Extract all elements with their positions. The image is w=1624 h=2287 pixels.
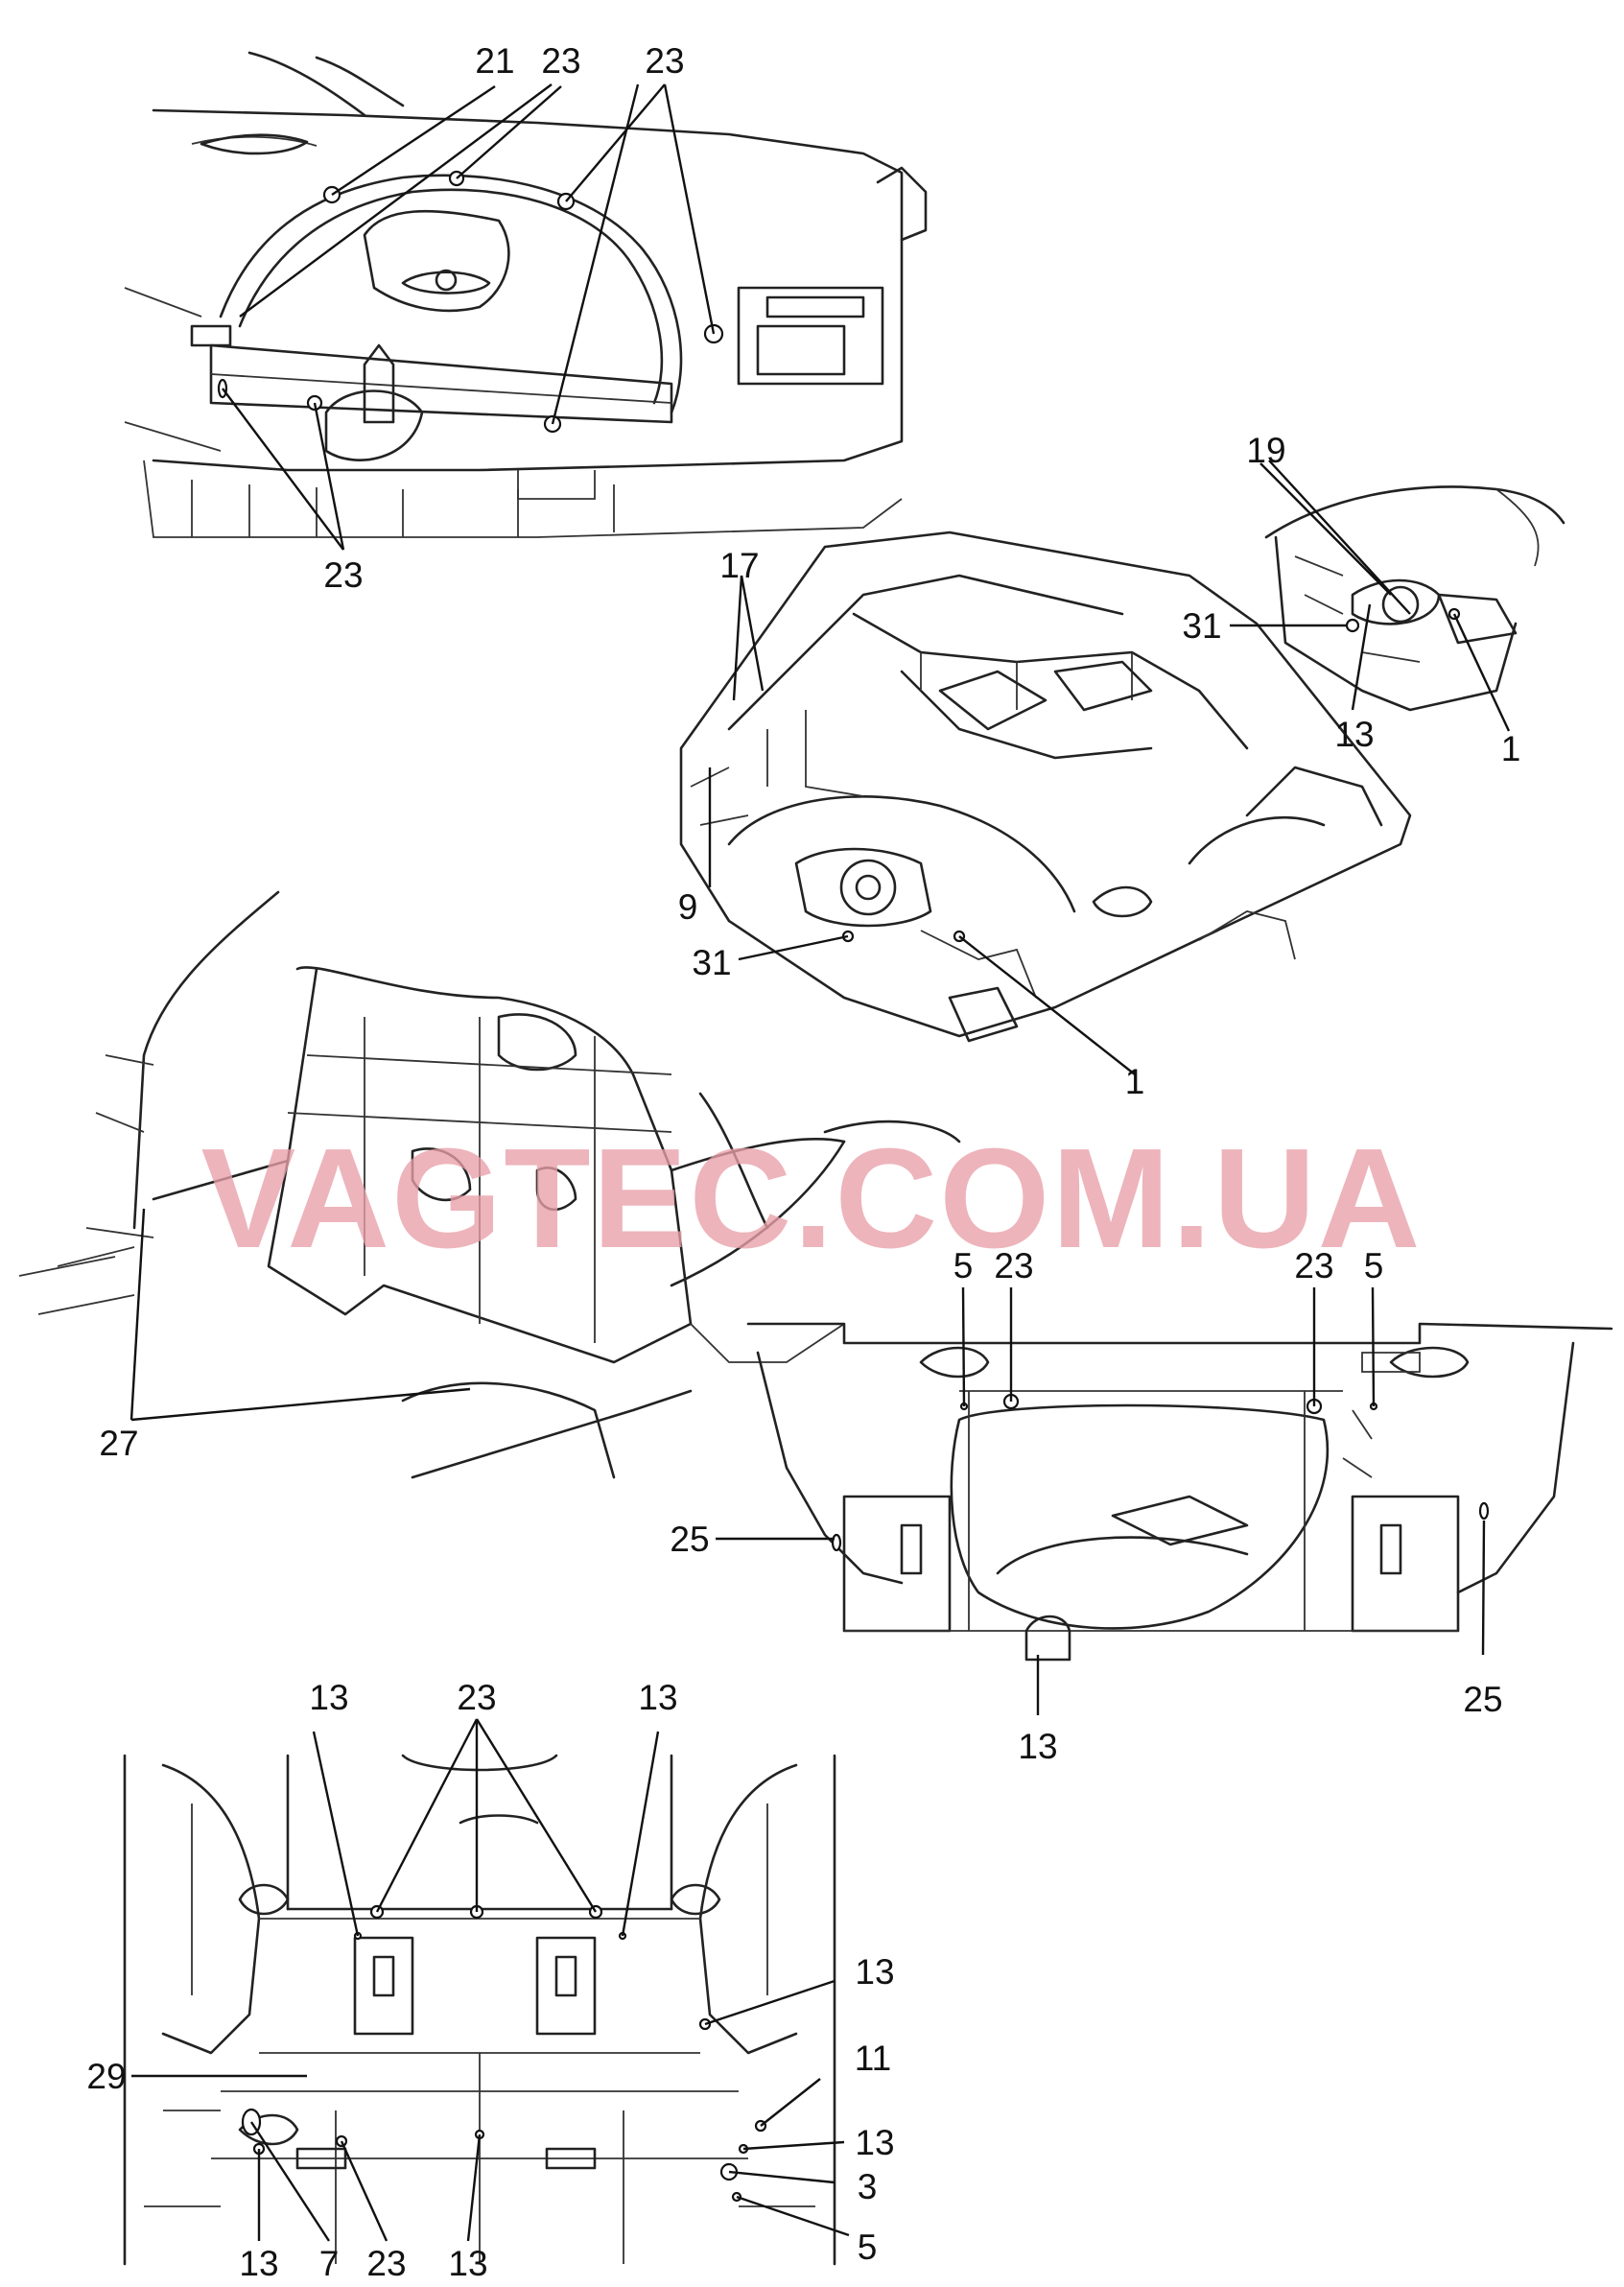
callout-5: 5	[1364, 1246, 1384, 1285]
detail-view: 19 31 13 1	[1182, 431, 1565, 768]
rear-body-view: 17 9 31 1	[678, 530, 1412, 1101]
callout-13: 13	[448, 2244, 487, 2283]
callout-23: 23	[645, 41, 684, 81]
interior-floor-view: 27	[18, 890, 961, 1479]
callout-17: 17	[719, 546, 759, 585]
callout-13: 13	[309, 1678, 348, 1717]
callout-23: 23	[541, 41, 580, 81]
callout-1: 1	[1125, 1062, 1145, 1101]
callout-9: 9	[678, 887, 698, 927]
callout-5: 5	[953, 1246, 974, 1285]
callout-13: 13	[1334, 715, 1374, 754]
callout-3: 3	[858, 2167, 878, 2206]
callout-19: 19	[1246, 431, 1285, 470]
callout-31: 31	[1182, 606, 1221, 646]
callout-31: 31	[692, 943, 731, 982]
callout-7: 7	[319, 2244, 340, 2283]
callout-21: 21	[475, 41, 514, 81]
callout-13: 13	[638, 1678, 677, 1717]
callout-13: 13	[855, 1952, 894, 1992]
callout-5: 5	[858, 2228, 878, 2267]
callout-23: 23	[366, 2244, 406, 2283]
rear-panel-view: 5 23 23 5 25 25 13	[670, 1246, 1613, 1766]
callout-23: 23	[1294, 1246, 1333, 1285]
callout-25: 25	[670, 1520, 709, 1559]
callout-13: 13	[1018, 1727, 1057, 1766]
callout-1: 1	[1501, 729, 1521, 768]
callout-13: 13	[239, 2244, 278, 2283]
callout-23: 23	[323, 555, 363, 595]
trunk-view: 21 23 23 23	[124, 41, 928, 595]
callout-11: 11	[855, 2039, 891, 2078]
callout-13: 13	[855, 2123, 894, 2162]
callout-23: 23	[994, 1246, 1033, 1285]
callout-23: 23	[457, 1678, 496, 1717]
underbody-view: 13 23 13 29 13 11 13 3 5 13 7 23 13	[86, 1678, 894, 2283]
callout-29: 29	[86, 2057, 126, 2096]
watermark-text: VAGTEC.COM.UA	[200, 1120, 1422, 1278]
callout-25: 25	[1463, 1680, 1502, 1719]
callout-27: 27	[99, 1424, 138, 1463]
